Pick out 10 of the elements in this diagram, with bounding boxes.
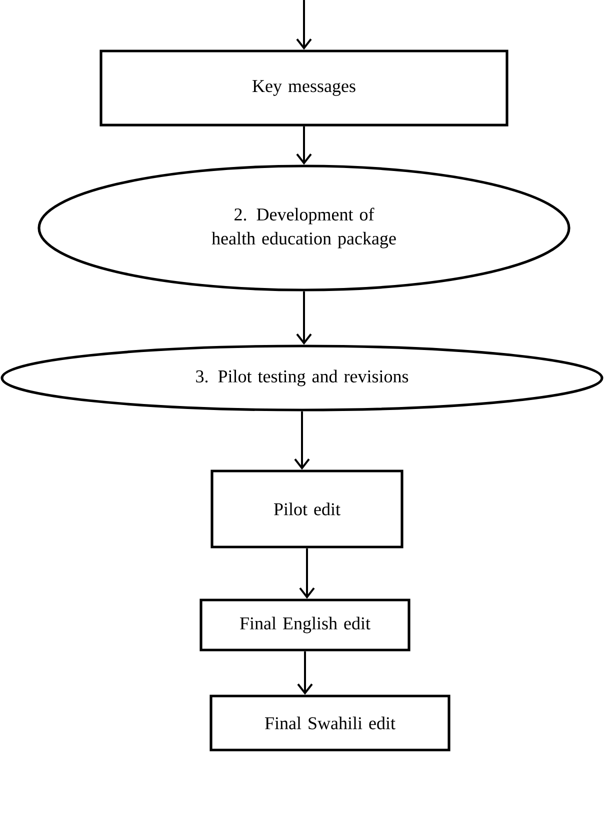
arrow <box>297 651 313 695</box>
arrow <box>296 126 312 165</box>
arrow <box>296 0 312 50</box>
arrow <box>296 291 312 345</box>
process-box: Final English edit <box>200 598 410 652</box>
process-box: Final Swahili edit <box>210 694 450 752</box>
arrow <box>294 411 310 470</box>
arrow <box>299 548 315 599</box>
process-box: Pilot edit <box>210 470 404 548</box>
process-box: Key messages <box>100 50 508 126</box>
